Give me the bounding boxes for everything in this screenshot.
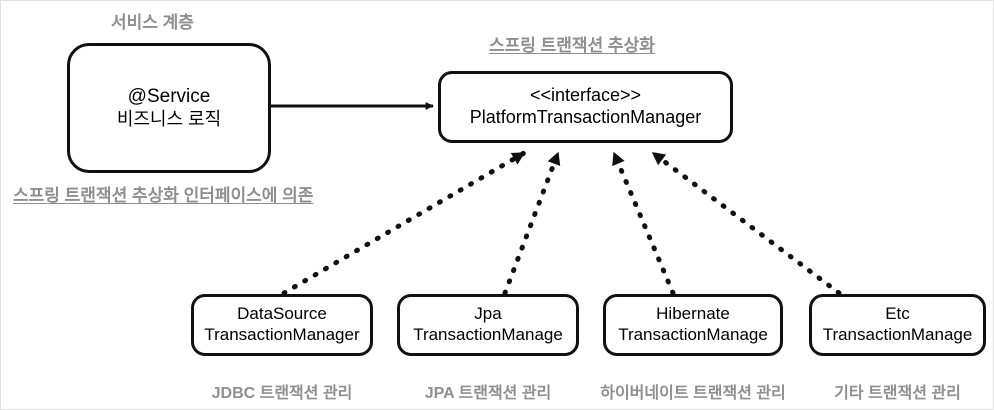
caption-depends-on-abstraction: 스프링 트랜잭션 추상화 인터페이스에 의존 bbox=[13, 186, 314, 205]
caption-jdbc-transaction-management: JDBC 트랜잭션 관리 bbox=[211, 385, 353, 402]
node-datasource-line2: TransactionManager bbox=[204, 325, 360, 344]
caption-jpa-transaction-management: JPA 트랜잭션 관리 bbox=[424, 385, 552, 402]
node-datasource-transaction-manager[interactable]: DataSource TransactionManager bbox=[191, 294, 373, 356]
node-datasource-line1: DataSource bbox=[237, 304, 327, 324]
node-hibernate-line1: Hibernate bbox=[656, 304, 730, 324]
node-jpa-line2: TransactionManage bbox=[413, 325, 563, 344]
node-service-line1: @Service bbox=[127, 86, 211, 108]
node-etc-line2: TransactionManage bbox=[822, 325, 973, 344]
node-etc-line1: Etc bbox=[885, 304, 910, 324]
arrow-datasource-to-interface bbox=[281, 150, 527, 296]
node-platform-transaction-manager[interactable]: <<interface>> PlatformTransactionManager bbox=[438, 71, 733, 143]
caption-etc-transaction-management: 기타 트랜잭션 관리 bbox=[834, 385, 961, 402]
caption-service-layer: 서비스 계층 bbox=[111, 13, 194, 32]
node-jpa-transaction-manager[interactable]: Jpa TransactionManage bbox=[397, 294, 579, 356]
node-hibernate-line2: TransactionManage bbox=[618, 325, 768, 344]
caption-hibernate-transaction-management: 하이버네이트 트랜잭션 관리 bbox=[600, 385, 786, 402]
arrow-etc-to-interface bbox=[650, 150, 842, 296]
arrow-hibernate-to-interface bbox=[611, 150, 676, 296]
node-service-line2: 비즈니스 로직 bbox=[116, 108, 222, 129]
node-interface-stereotype: <<interface>> bbox=[529, 85, 642, 106]
node-service-box[interactable]: @Service 비즈니스 로직 bbox=[67, 43, 271, 173]
node-jpa-line1: Jpa bbox=[474, 304, 502, 324]
arrow-jpa-to-interface bbox=[502, 150, 561, 296]
node-etc-transaction-manager[interactable]: Etc TransactionManage bbox=[809, 294, 986, 356]
caption-spring-transaction-abstraction: 스프링 트랜잭션 추상화 bbox=[489, 36, 655, 55]
node-interface-name: PlatformTransactionManager bbox=[469, 107, 702, 127]
node-hibernate-transaction-manager[interactable]: Hibernate TransactionManage bbox=[603, 294, 783, 356]
